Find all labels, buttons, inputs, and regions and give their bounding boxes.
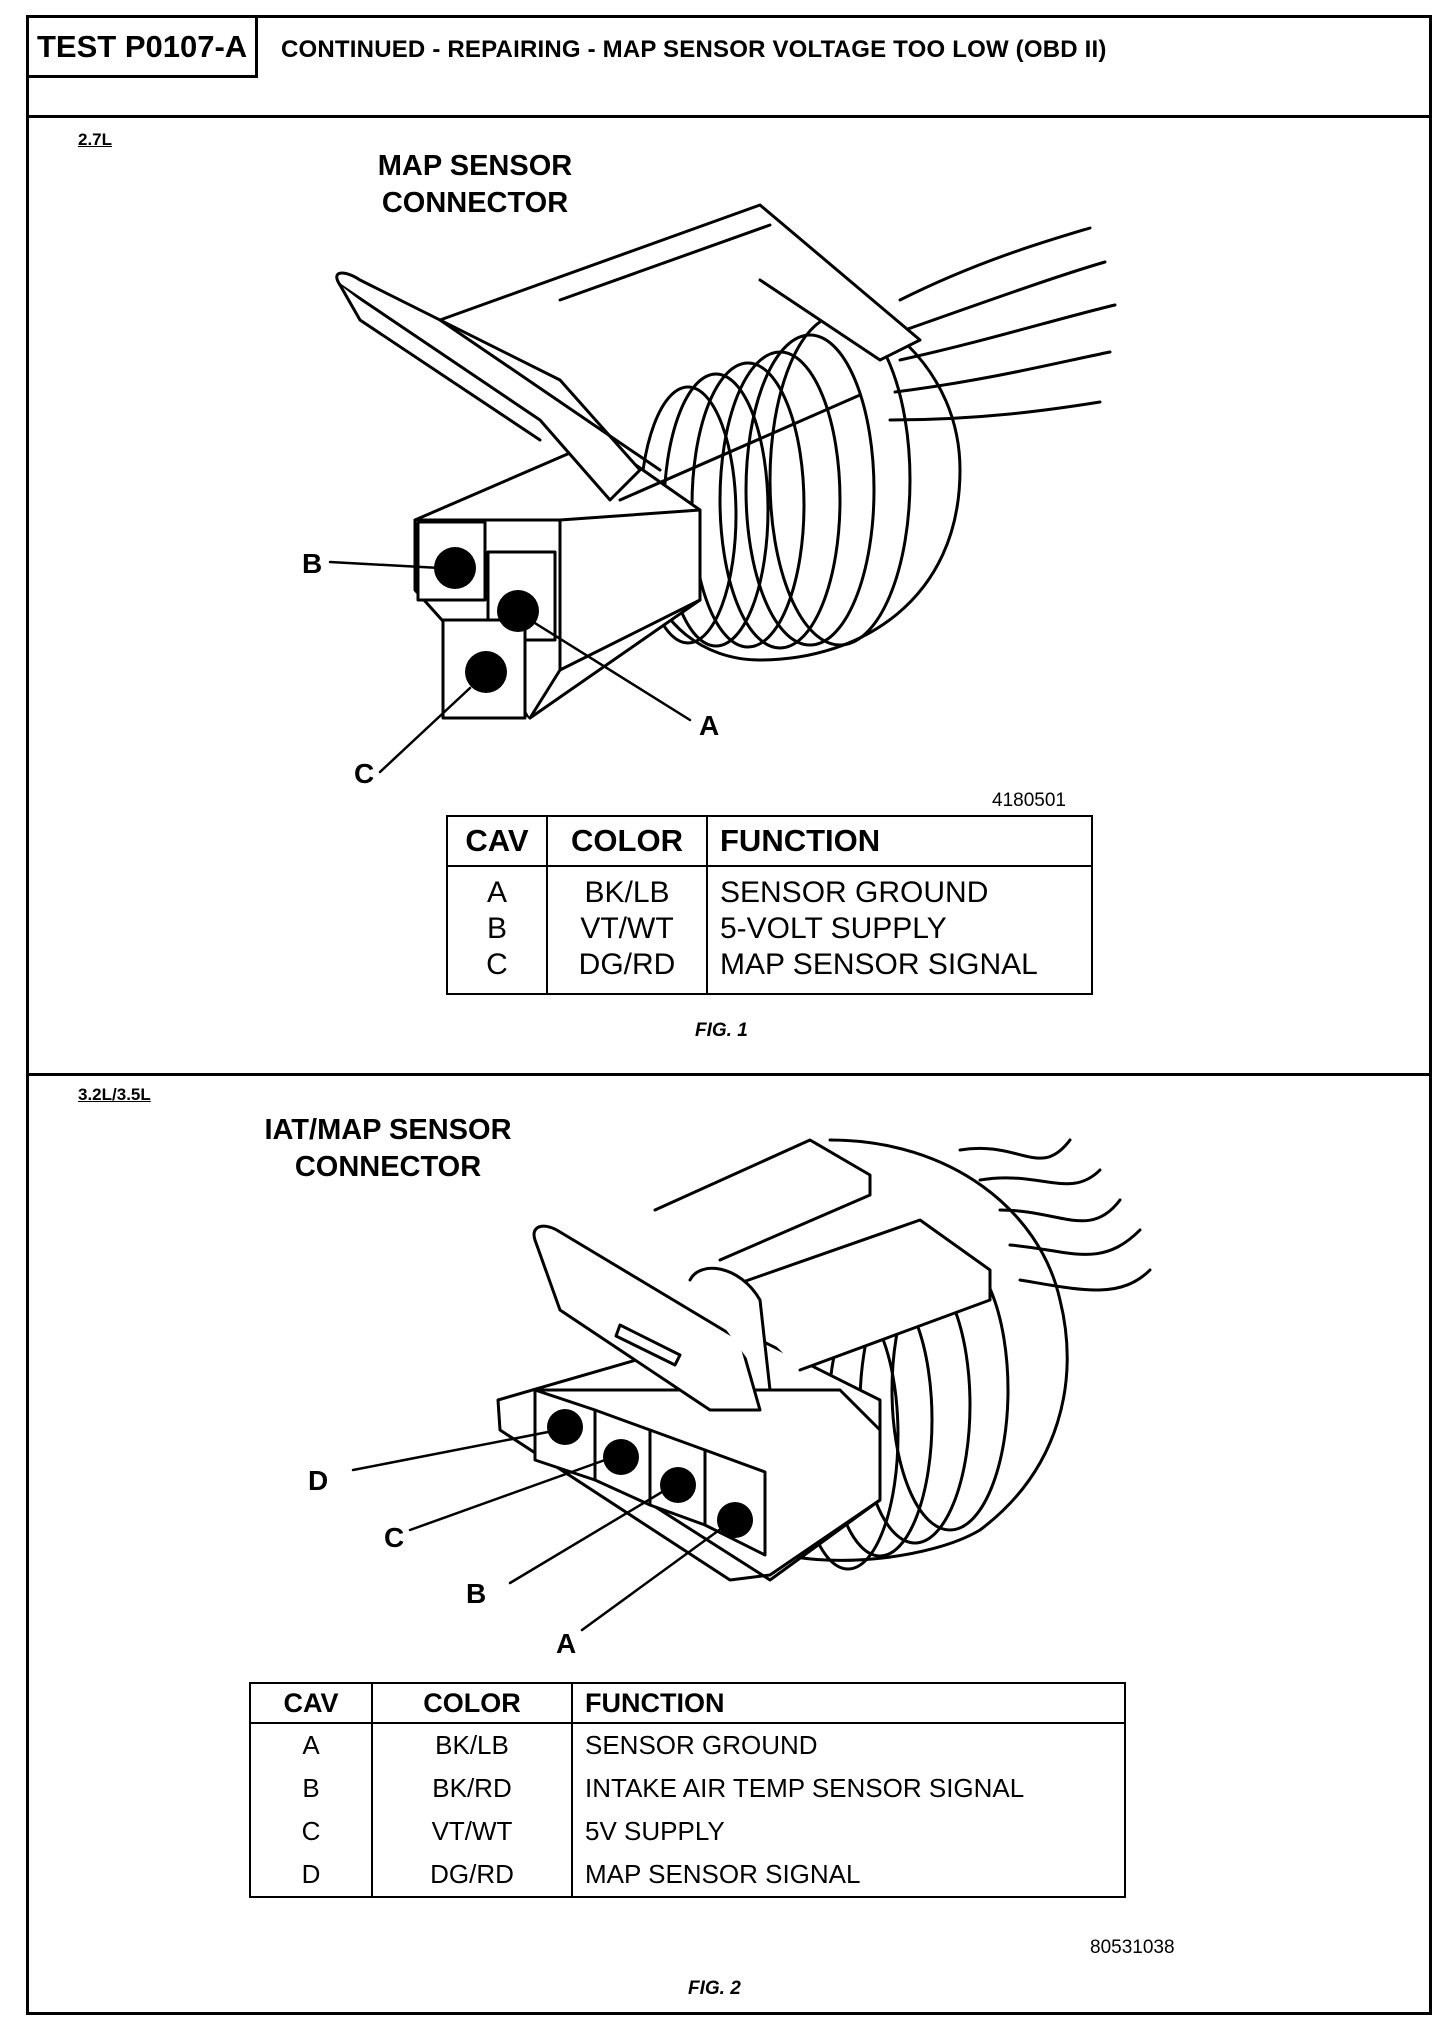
cell-color: VT/WT xyxy=(372,1810,573,1853)
fig-label-1: FIG. 1 xyxy=(695,1020,748,1041)
table-row: C VT/WT 5V SUPPLY xyxy=(250,1810,1125,1853)
table-row: D DG/RD MAP SENSOR SIGNAL xyxy=(250,1853,1125,1897)
wire-bundle xyxy=(888,226,1117,422)
cell-function: 5-VOLT SUPPLY xyxy=(720,912,947,945)
section-divider xyxy=(29,1073,1429,1076)
table-row: A BK/LB SENSOR GROUND xyxy=(250,1723,1125,1767)
engine-label-2-7l: 2.7L xyxy=(78,130,113,149)
pin-label-a2: A xyxy=(556,1628,577,1659)
table-row: C DG/RD MAP SENSOR SIGNAL xyxy=(447,947,1092,994)
cell-function: SENSOR GROUND xyxy=(585,1730,818,1760)
pin-c2-dot xyxy=(603,1439,639,1475)
col-header-color: COLOR xyxy=(547,816,708,867)
cell-function: MAP SENSOR SIGNAL xyxy=(720,948,1038,981)
cell-function: INTAKE AIR TEMP SENSOR SIGNAL xyxy=(585,1773,1025,1803)
test-id: TEST P0107-A xyxy=(29,18,259,78)
cell-cav: A xyxy=(447,866,548,911)
col-header-cav: CAV xyxy=(250,1683,373,1724)
part-number-fig2: 80531038 xyxy=(1090,1937,1175,1958)
title-line-2: CONNECTOR xyxy=(381,187,569,219)
col-header-function: FUNCTION xyxy=(572,1683,1125,1724)
iat-pin-leader-lines xyxy=(351,1430,724,1632)
pin-label-c: C xyxy=(354,758,375,789)
cell-color: BK/LB xyxy=(547,866,708,911)
col-header-cav: CAV xyxy=(447,816,548,867)
cell-color: BK/LB xyxy=(372,1723,573,1767)
cell-function: SENSOR GROUND xyxy=(720,876,989,909)
cell-cav: B xyxy=(447,911,548,947)
pin-label-b: B xyxy=(302,548,323,579)
cell-function: MAP SENSOR SIGNAL xyxy=(585,1859,861,1889)
pin-label-d: D xyxy=(308,1465,329,1496)
table-row: A BK/LB SENSOR GROUND xyxy=(447,866,1092,911)
cell-cav: A xyxy=(250,1723,373,1767)
table-row: B VT/WT 5-VOLT SUPPLY xyxy=(447,911,1092,947)
col-header-color: COLOR xyxy=(372,1683,573,1724)
page-frame: TEST P0107-A CONTINUED - REPAIRING - MAP… xyxy=(26,15,1432,2015)
cell-color: VT/WT xyxy=(547,911,708,947)
pin-b-dot xyxy=(434,547,476,589)
header-row: TEST P0107-A CONTINUED - REPAIRING - MAP… xyxy=(29,18,1429,118)
table-row: B BK/RD INTAKE AIR TEMP SENSOR SIGNAL xyxy=(250,1767,1125,1810)
pin-d-dot xyxy=(547,1409,583,1445)
iat-connector-latch xyxy=(532,1138,992,1412)
pin-dots xyxy=(434,547,539,693)
pin-b2-dot xyxy=(660,1467,696,1503)
cell-cav: C xyxy=(250,1810,373,1853)
engine-label-3-2l-3-5l: 3.2L/3.5L xyxy=(78,1085,151,1104)
title-line-2: CONNECTOR xyxy=(294,1151,482,1183)
table-header-row: CAV COLOR FUNCTION xyxy=(250,1683,1125,1724)
title-line-1: IAT/MAP SENSOR xyxy=(264,1114,512,1146)
col-header-function: FUNCTION xyxy=(707,816,1092,867)
cell-color: BK/RD xyxy=(372,1767,573,1810)
iat-pin-dots xyxy=(547,1409,753,1538)
pin-c-dot xyxy=(465,651,507,693)
pin-table-fig2: CAV COLOR FUNCTION A BK/LB SENSOR GROUND… xyxy=(249,1682,1126,1898)
cell-color: DG/RD xyxy=(372,1853,573,1897)
cell-function: 5V SUPPLY xyxy=(585,1816,725,1846)
cell-cav: B xyxy=(250,1767,373,1810)
pin-table-fig1: CAV COLOR FUNCTION A BK/LB SENSOR GROUND… xyxy=(446,815,1093,995)
wire-bundle-2 xyxy=(958,1138,1152,1292)
fig-label-2: FIG. 2 xyxy=(688,1978,741,1999)
map-sensor-connector-title: MAP SENSOR CONNECTOR xyxy=(330,148,620,222)
title-line-1: MAP SENSOR xyxy=(377,150,573,182)
cell-color: DG/RD xyxy=(547,947,708,994)
pin-a2-dot xyxy=(717,1502,753,1538)
iat-map-sensor-connector-title: IAT/MAP SENSOR CONNECTOR xyxy=(228,1112,548,1186)
pin-label-a: A xyxy=(699,710,720,741)
pin-leader-lines xyxy=(328,560,692,774)
pin-a-dot xyxy=(497,590,539,632)
cell-cav: C xyxy=(447,947,548,994)
cell-cav: D xyxy=(250,1853,373,1897)
pin-label-c2: C xyxy=(384,1522,405,1553)
connector-latch xyxy=(335,203,922,502)
part-number-fig1: 4180501 xyxy=(992,790,1066,811)
table-header-row: CAV COLOR FUNCTION xyxy=(447,816,1092,867)
header-title: CONTINUED - REPAIRING - MAP SENSOR VOLTA… xyxy=(281,36,1107,63)
pin-label-b2: B xyxy=(466,1578,487,1609)
